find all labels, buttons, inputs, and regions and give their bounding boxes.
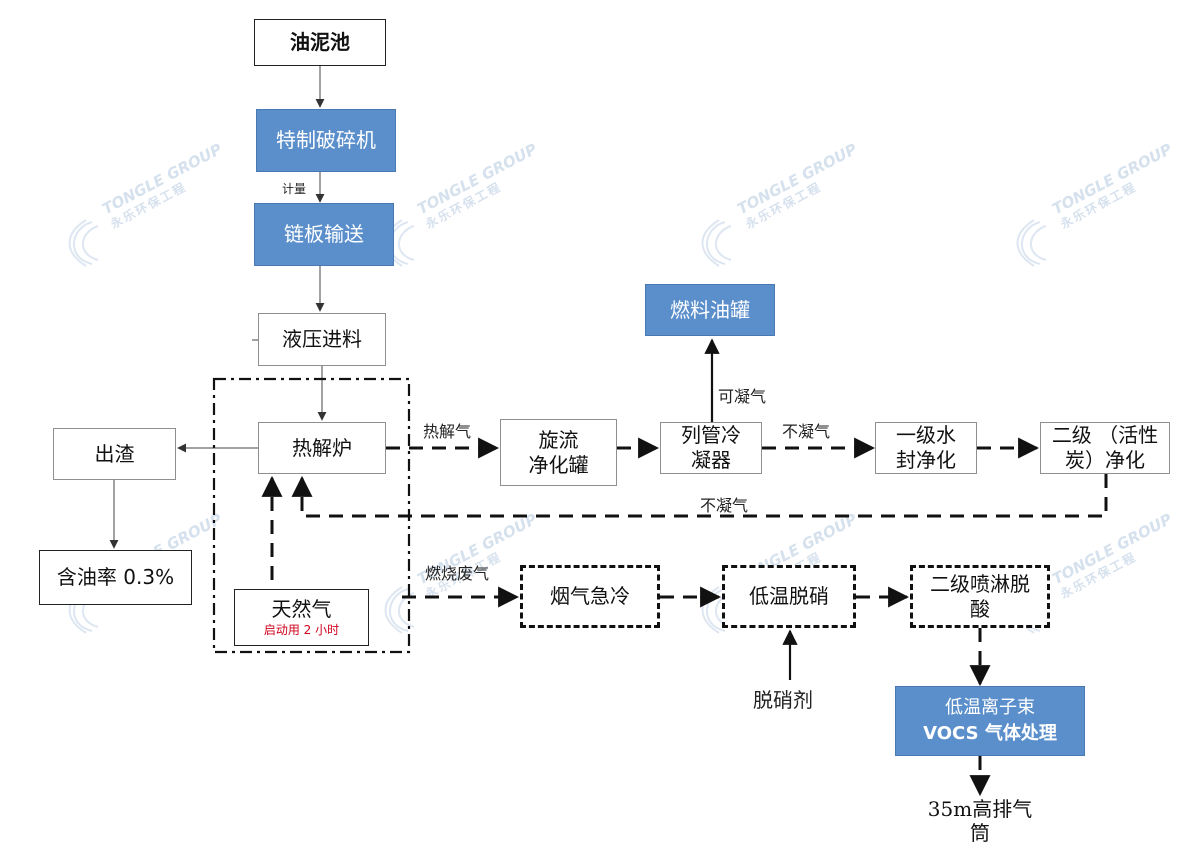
stack-label-line1: 35m高排气 bbox=[927, 797, 1033, 821]
combustion-exhaust-label: 燃烧废气 bbox=[425, 564, 490, 583]
hydraulic-feed-box: 液压进料 bbox=[258, 313, 386, 366]
tube-condenser-box: 列管冷 凝器 bbox=[660, 422, 762, 474]
denitration-label: 低温脱硝 bbox=[749, 584, 829, 608]
fuel-oil-tank-box: 燃料油罐 bbox=[645, 284, 775, 336]
pyrolysis-gas-label: 热解气 bbox=[423, 422, 472, 441]
vocs-label-line2: VOCS 气体处理 bbox=[923, 723, 1057, 744]
startup-note: 启动用 2 小时 bbox=[263, 623, 340, 637]
exhaust-stack-label: 35m高排气 筒 bbox=[905, 797, 1055, 845]
oil-content-label: 含油率 0.3% bbox=[56, 565, 175, 589]
water-seal-box: 一级水 封净化 bbox=[875, 422, 977, 474]
noncondensable-gas-return-label: 不凝气 bbox=[700, 496, 749, 515]
natural-gas-box: 天然气 启动用 2 小时 bbox=[234, 589, 369, 646]
carbon-label-line1: 二级 （活性 bbox=[1051, 423, 1159, 447]
flue-gas-quench-label: 烟气急冷 bbox=[550, 584, 630, 608]
slag-output-label: 出渣 bbox=[94, 441, 135, 466]
crusher-label: 特制破碎机 bbox=[276, 128, 376, 152]
vocs-treatment-box: 低温离子束 VOCS 气体处理 bbox=[895, 686, 1085, 756]
deacidification-box: 二级喷淋脱 酸 bbox=[910, 565, 1050, 628]
metering-label: 计量 bbox=[282, 182, 307, 196]
furnace-boundary bbox=[212, 377, 411, 654]
vocs-label-line1: 低温离子束 bbox=[945, 697, 1035, 718]
carbon-label-line2: 炭）净化 bbox=[1065, 448, 1145, 472]
oil-content-box: 含油率 0.3% bbox=[39, 550, 192, 605]
activated-carbon-box: 二级 （活性 炭）净化 bbox=[1040, 422, 1170, 474]
deacid-label-line2: 酸 bbox=[970, 596, 990, 621]
denitration-box: 低温脱硝 bbox=[722, 565, 856, 628]
cyclone-label-line1: 旋流 bbox=[538, 427, 579, 452]
chain-conveyor-box: 链板输送 bbox=[254, 203, 394, 266]
watermark-globe-icon bbox=[68, 219, 99, 267]
slag-output-box: 出渣 bbox=[53, 428, 176, 480]
cyclone-label-line2: 净化罐 bbox=[528, 452, 589, 477]
condenser-label-line2: 凝器 bbox=[691, 448, 731, 472]
oil-sludge-pool-label: 油泥池 bbox=[290, 30, 350, 54]
deacid-label-line1: 二级喷淋脱 bbox=[930, 571, 1030, 596]
hydraulic-feed-label: 液压进料 bbox=[282, 327, 362, 351]
water-seal-label-line2: 封净化 bbox=[896, 448, 956, 472]
denitration-agent-label: 脱硝剂 bbox=[753, 688, 813, 712]
condensable-gas-label: 可凝气 bbox=[718, 387, 767, 406]
natural-gas-label: 天然气 bbox=[271, 597, 332, 621]
stack-label-line2: 筒 bbox=[970, 821, 990, 845]
noncondensable-gas-label: 不凝气 bbox=[782, 422, 831, 441]
pyrolysis-furnace-label: 热解炉 bbox=[292, 435, 352, 460]
chain-conveyor-label: 链板输送 bbox=[284, 222, 364, 246]
watermark-globe-icon bbox=[701, 219, 732, 267]
fuel-oil-tank-label: 燃料油罐 bbox=[670, 297, 750, 322]
condenser-label-line1: 列管冷 bbox=[681, 423, 741, 447]
water-seal-label-line1: 一级水 bbox=[896, 423, 956, 447]
crusher-box: 特制破碎机 bbox=[256, 109, 396, 172]
oil-sludge-pool-box: 油泥池 bbox=[254, 19, 386, 66]
watermark-globe-icon bbox=[1016, 219, 1047, 267]
pyrolysis-furnace-box: 热解炉 bbox=[258, 422, 386, 474]
cyclone-tank-box: 旋流 净化罐 bbox=[500, 419, 617, 486]
flue-gas-quench-box: 烟气急冷 bbox=[520, 565, 660, 628]
arrow-carbon-return-to-furnace bbox=[291, 474, 1108, 518]
